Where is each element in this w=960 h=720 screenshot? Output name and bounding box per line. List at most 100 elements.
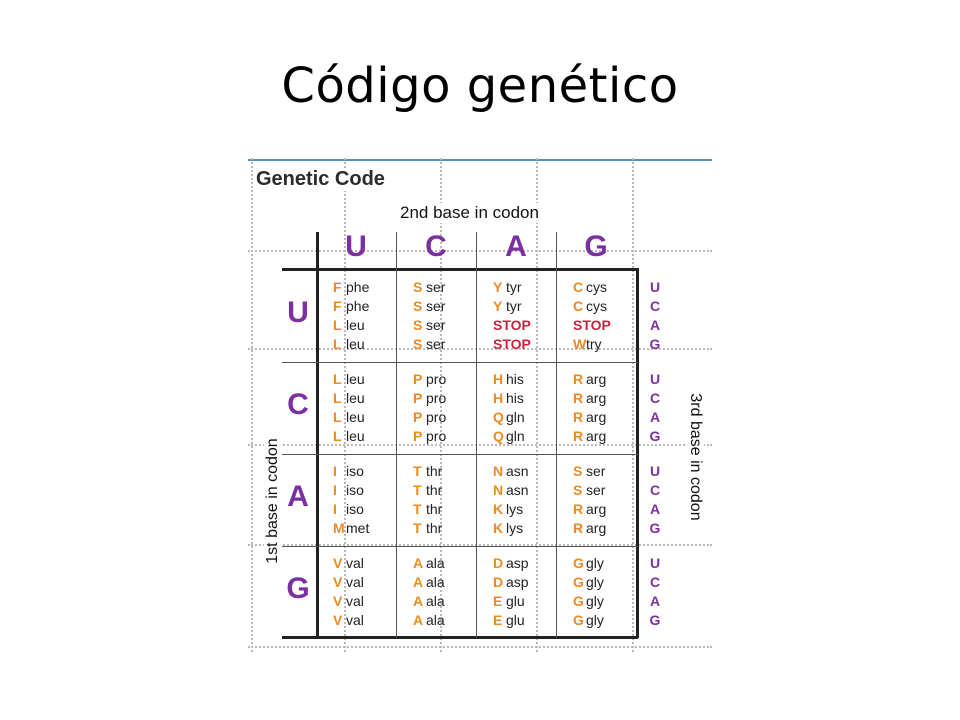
amino-acid-name: leu	[346, 336, 365, 352]
amino-acid-letter: F	[333, 279, 342, 295]
stop-codon: STOP	[493, 317, 531, 333]
codon-entry: Wtry	[573, 335, 611, 354]
grid-dots-horizontal	[248, 250, 712, 252]
amino-acid-name: arg	[586, 501, 607, 517]
amino-acid-name: cys	[586, 279, 607, 295]
first-base-C: C	[287, 388, 309, 421]
grid-dots-vertical	[440, 158, 442, 652]
amino-acid-name: ala	[426, 555, 445, 571]
amino-acid-name: ala	[426, 574, 445, 590]
amino-acid-name: iso	[346, 501, 364, 517]
amino-acid-letter: A	[413, 555, 424, 571]
amino-acid-name: arg	[586, 390, 607, 406]
amino-acid-name: gly	[586, 612, 604, 628]
amino-acid-letter: S	[573, 482, 583, 498]
amino-acid-name: gly	[586, 593, 604, 609]
amino-acid-name: asn	[506, 482, 529, 498]
amino-acid-name: glu	[506, 593, 525, 609]
amino-acid-letter: K	[493, 501, 504, 517]
third-base-letter: C	[649, 574, 661, 590]
third-base-letter: G	[649, 336, 661, 352]
amino-acid-letter: S	[573, 463, 583, 479]
amino-acid-letter: R	[573, 501, 584, 517]
amino-acid-name: arg	[586, 371, 607, 387]
amino-acid-name: arg	[586, 520, 607, 536]
amino-acid-letter: W	[573, 336, 587, 352]
amino-acid-letter: T	[413, 501, 422, 517]
amino-acid-name: lys	[506, 501, 524, 517]
amino-acid-letter: C	[573, 298, 584, 314]
amino-acid-letter: Y	[493, 298, 503, 314]
amino-acid-name: pro	[426, 390, 447, 406]
amino-acid-letter: L	[333, 336, 342, 352]
amino-acid-letter: N	[493, 482, 504, 498]
amino-acid-name: thr	[426, 501, 443, 517]
column-divider	[556, 232, 557, 638]
third-base-letter: C	[649, 482, 661, 498]
amino-acid-name: pro	[426, 409, 447, 425]
second-base-C: C	[425, 230, 447, 263]
amino-acid-letter: T	[413, 463, 422, 479]
amino-acid-name: thr	[426, 463, 443, 479]
third-base-letter: U	[649, 463, 661, 479]
amino-acid-letter: T	[413, 520, 422, 536]
amino-acid-letter: L	[333, 390, 342, 406]
amino-acid-name: leu	[346, 390, 365, 406]
grid-dots-vertical	[632, 158, 634, 652]
amino-acid-name: met	[346, 520, 370, 536]
amino-acid-letter: S	[413, 336, 423, 352]
amino-acid-letter: A	[413, 593, 424, 609]
figure-heading: Genetic Code	[256, 168, 388, 191]
table-bottom-border	[282, 636, 638, 639]
third-base-letter: C	[649, 390, 661, 406]
codon-entry: STOP	[493, 335, 531, 354]
amino-acid-name: ser	[586, 463, 606, 479]
third-base-letter: G	[649, 520, 661, 536]
amino-acid-letter: L	[333, 428, 342, 444]
amino-acid-name: val	[346, 574, 364, 590]
amino-acid-letter: P	[413, 409, 423, 425]
third-base-letter: U	[649, 279, 661, 295]
row-divider	[282, 362, 638, 363]
amino-acid-name: val	[346, 612, 364, 628]
third-base-letter: G	[649, 428, 661, 444]
slide-title: Código genético	[281, 58, 679, 114]
row-divider	[282, 546, 638, 547]
amino-acid-letter: D	[493, 574, 504, 590]
genetic-code-figure: Genetic Code 2nd base in codon 1st base …	[248, 158, 712, 652]
amino-acid-letter: F	[333, 298, 342, 314]
amino-acid-name: ser	[586, 482, 606, 498]
grid-dots-horizontal	[248, 544, 712, 546]
amino-acid-letter: H	[493, 371, 504, 387]
amino-acid-name: gln	[506, 409, 525, 425]
amino-acid-letter: M	[333, 520, 345, 536]
amino-acid-letter: G	[573, 574, 584, 590]
